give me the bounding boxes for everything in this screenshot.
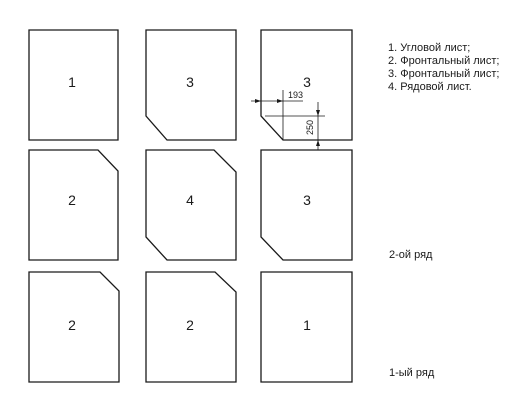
sheet-4: 2 [28, 149, 119, 261]
dimension-horizontal-value: 193 [288, 90, 303, 100]
sheet-6-label: 3 [303, 192, 311, 208]
sheet-2: 3 [145, 29, 237, 141]
sheet-6: 3 [260, 149, 353, 261]
sheet-9-label: 1 [303, 317, 311, 333]
sheet-2-label: 3 [186, 74, 194, 90]
sheet-1-label: 1 [68, 74, 76, 90]
sheet-8: 2 [145, 271, 237, 383]
sheet-7: 2 [28, 271, 120, 383]
legend-item-4: 4. Рядовой лист. [388, 81, 472, 93]
sheet-7-label: 2 [68, 317, 76, 333]
dimension-vertical: 250 [265, 102, 325, 150]
sheet-1: 1 [28, 29, 119, 141]
dimension-horizontal: 193 [251, 90, 303, 140]
legend-item-1: 1. Угловой лист; [388, 42, 471, 54]
sheet-8-label: 2 [186, 317, 194, 333]
sheet-4-label: 2 [68, 192, 76, 208]
legend-item-2: 2. Фронтальный лист; [388, 55, 500, 67]
row-label-first: 1-ый ряд [389, 367, 435, 379]
sheet-5-label: 4 [186, 192, 194, 208]
sheet-3-label: 3 [303, 74, 311, 90]
sheet-9: 1 [260, 271, 353, 383]
row-label-second: 2-ой ряд [389, 249, 433, 261]
legend-item-3: 3. Фронтальный лист; [388, 68, 500, 80]
sheet-3: 3 193 250 [251, 29, 353, 150]
legend-list: 1. Угловой лист; 2. Фронтальный лист; 3.… [388, 42, 499, 94]
sheet-5: 4 [145, 149, 237, 261]
dimension-vertical-value: 250 [305, 120, 315, 135]
